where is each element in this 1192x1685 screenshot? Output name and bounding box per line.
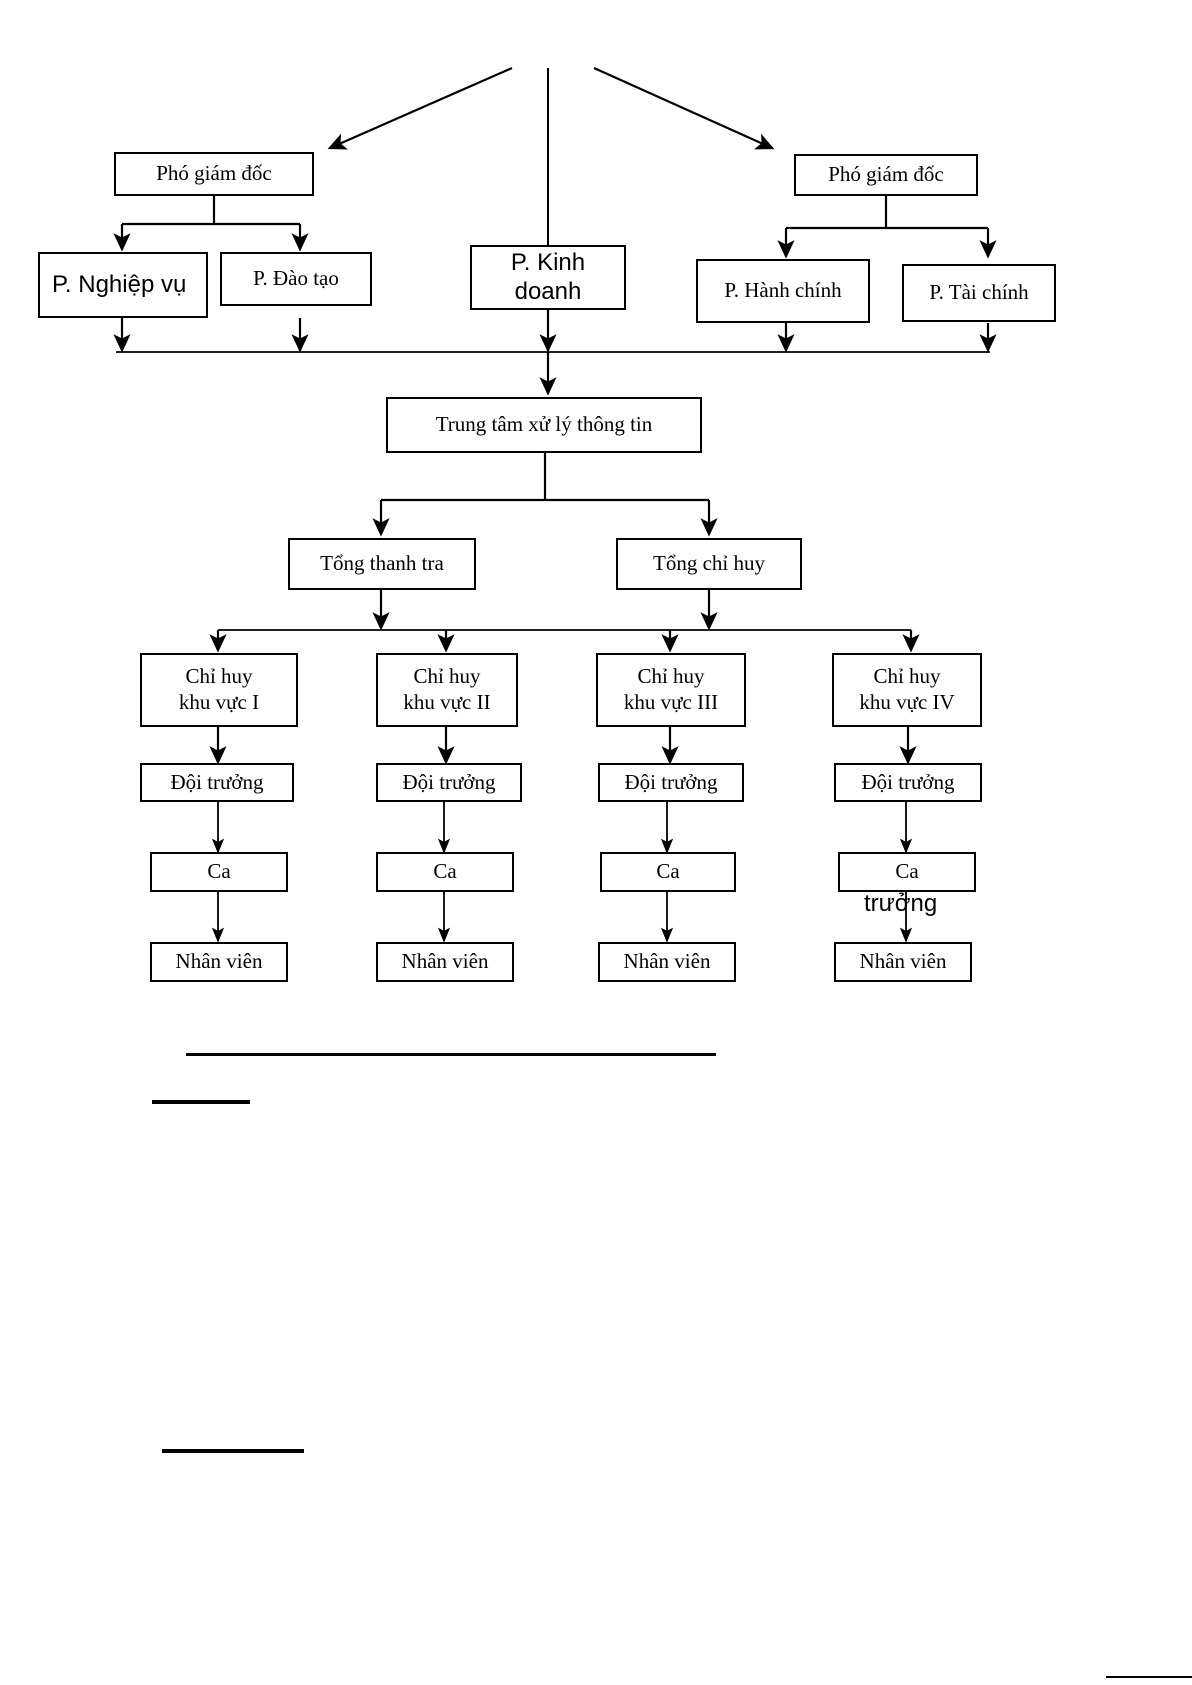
node-label: Nhân viên [859,949,947,974]
node-chi-huy-khu-vuc-4[interactable]: Chỉ huy khu vực IV [832,653,982,727]
node-label: P. Nghiệp vụ [52,270,187,298]
node-ca-2[interactable]: Ca [376,852,514,892]
node-p-nghiep-vu[interactable]: P. Nghiệp vụ [38,252,208,318]
node-chi-huy-khu-vuc-2[interactable]: Chỉ huy khu vực II [376,653,518,727]
node-doi-truong-2[interactable]: Đội trưởng [376,763,522,802]
node-label: Ca [207,859,231,884]
node-label: Nhân viên [623,949,711,974]
node-p-dao-tao[interactable]: P. Đào tạo [220,252,372,306]
horizontal-rule-2 [152,1100,250,1104]
node-doi-truong-3[interactable]: Đội trưởng [598,763,744,802]
node-nhan-vien-2[interactable]: Nhân viên [376,942,514,982]
node-label: Chỉ huy khu vực IV [859,664,955,714]
node-label: P. Tài chính [929,280,1029,305]
node-p-tai-chinh[interactable]: P. Tài chính [902,264,1056,322]
node-label: Chỉ huy khu vực III [623,664,719,714]
edge-root-to-pgd-right [593,66,775,150]
node-label: Chỉ huy khu vực I [178,664,260,714]
edge-root-to-pgd-left [327,66,513,150]
node-label: P. Đào tạo [253,266,339,291]
node-p-kinh-doanh[interactable]: P. Kinh doanh [470,245,626,310]
page-edge-tick [1106,1676,1192,1678]
node-chi-huy-khu-vuc-1[interactable]: Chỉ huy khu vực I [140,653,298,727]
node-pho-giam-doc-right[interactable]: Phó giám đốc [794,154,978,196]
horizontal-rule-1 [186,1053,716,1056]
node-nhan-vien-3[interactable]: Nhân viên [598,942,736,982]
node-label: P. Hành chính [724,278,842,303]
node-ca-1[interactable]: Ca [150,852,288,892]
node-tong-chi-huy[interactable]: Tổng chỉ huy [616,538,802,590]
node-ca-3[interactable]: Ca [600,852,736,892]
node-label: Tổng thanh tra [320,551,444,576]
node-label: Trung tâm xử lý thông tin [435,412,653,437]
node-trung-tam-xu-ly-thong-tin[interactable]: Trung tâm xử lý thông tin [386,397,702,453]
node-label: Phó giám đốc [156,161,272,186]
node-label: Nhân viên [175,949,263,974]
node-ca-truong-4-overflow-label: trưởng [864,890,938,917]
node-label: Đội trưởng [402,769,496,794]
node-tong-thanh-tra[interactable]: Tổng thanh tra [288,538,476,590]
node-doi-truong-4[interactable]: Đội trưởng [834,763,982,802]
node-nhan-vien-1[interactable]: Nhân viên [150,942,288,982]
node-label: Đội trưởng [624,769,718,794]
node-label: Phó giám đốc [828,162,944,187]
node-nhan-vien-4[interactable]: Nhân viên [834,942,972,982]
node-label: Đội trưởng [170,769,264,794]
node-p-hanh-chinh[interactable]: P. Hành chính [696,259,870,323]
node-label: Tổng chỉ huy [653,551,765,576]
node-label: Ca [433,859,457,884]
node-label: Chỉ huy khu vực II [403,664,491,714]
node-label: Đội trưởng [861,769,955,794]
node-chi-huy-khu-vuc-3[interactable]: Chỉ huy khu vực III [596,653,746,727]
node-doi-truong-1[interactable]: Đội trưởng [140,763,294,802]
node-label: Ca [895,859,919,884]
node-pho-giam-doc-left[interactable]: Phó giám đốc [114,152,314,196]
node-label: Ca [656,859,680,884]
node-label: P. Kinh doanh [510,248,586,305]
node-label: Nhân viên [401,949,489,974]
node-ca-truong-4[interactable]: Ca [838,852,976,892]
horizontal-rule-3 [162,1449,304,1453]
